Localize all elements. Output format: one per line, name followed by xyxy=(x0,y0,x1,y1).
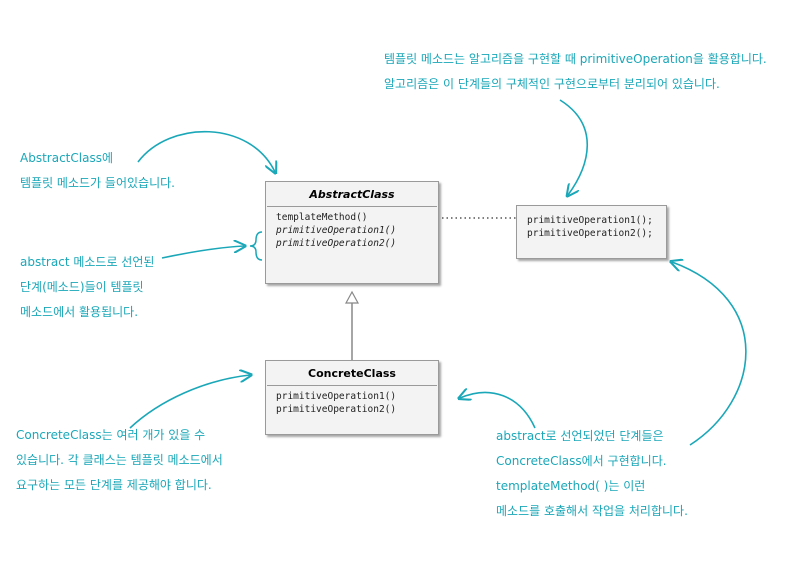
note-line: 템플릿 메소드가 들어있습니다. xyxy=(20,176,175,190)
note-line: abstract 메소드로 선언된 xyxy=(20,255,155,269)
concrete-operation1-op: primitiveOperation1() xyxy=(276,391,397,402)
concrete-class-box: ConcreteClass primitiveOperation1() prim… xyxy=(265,360,439,435)
note-concrete-class: ConcreteClass는 여러 개가 있을 수 있습니다. 각 클래스는 템… xyxy=(16,423,223,498)
abstract-class-box: AbstractClass templateMethod() primitive… xyxy=(265,181,439,284)
concrete-class-name: ConcreteClass xyxy=(308,367,396,380)
concrete-operation2-op: primitiveOperation2() xyxy=(276,404,397,415)
template-method-op: templateMethod() xyxy=(276,212,368,223)
note-line: 단계(메소드)들이 템플릿 xyxy=(20,280,144,294)
inheritance-arrowhead xyxy=(344,290,360,304)
primitive-operation2-call: primitiveOperation2(); xyxy=(527,228,653,239)
arrow-to-operations-box xyxy=(559,99,589,195)
note-line: ConcreteClass에서 구현합니다. xyxy=(496,454,667,468)
note-line: 메소드를 호출해서 작업을 처리합니다. xyxy=(496,504,688,518)
note-abstract-class: AbstractClass에 템플릿 메소드가 들어있습니다. xyxy=(20,146,175,196)
note-line: templateMethod( )는 이런 xyxy=(496,479,646,493)
primitive-operation1-call: primitiveOperation1(); xyxy=(527,215,653,226)
primitive-operations-list: primitiveOperation1(); primitiveOperatio… xyxy=(517,206,666,246)
note-line: 메소드에서 활용됩니다. xyxy=(20,305,139,319)
note-line: ConcreteClass는 여러 개가 있을 수 xyxy=(16,428,206,442)
note-line: 템플릿 메소드는 알고리즘을 구현할 때 primitiveOperation을… xyxy=(384,52,767,66)
note-concrete-implementation: abstract로 선언되었던 단계들은 ConcreteClass에서 구현합… xyxy=(496,424,688,524)
note-template-algorithm: 템플릿 메소드는 알고리즘을 구현할 때 primitiveOperation을… xyxy=(384,47,767,97)
divider xyxy=(267,206,437,207)
abstract-class-operations: templateMethod() primitiveOperation1() p… xyxy=(266,207,438,256)
note-line: abstract로 선언되었던 단계들은 xyxy=(496,429,664,443)
note-abstract-methods: abstract 메소드로 선언된 단계(메소드)들이 템플릿 메소드에서 활용… xyxy=(20,250,154,325)
abstract-class-name: AbstractClass xyxy=(309,188,395,201)
arrow-to-abstract-class xyxy=(137,130,275,172)
primitive-operation2-op: primitiveOperation2() xyxy=(276,238,397,249)
primitive-operations-box: primitiveOperation1(); primitiveOperatio… xyxy=(516,205,667,259)
note-line: AbstractClass에 xyxy=(20,151,113,165)
note-line: 요구하는 모든 단계를 제공해야 합니다. xyxy=(16,478,212,492)
note-line: 있습니다. 각 클래스는 템플릿 메소드에서 xyxy=(16,453,223,467)
divider xyxy=(267,385,437,386)
note-line: 알고리즘은 이 단계들의 구체적인 구현으로부터 분리되어 있습니다. xyxy=(384,77,720,91)
arrow-to-concrete-right xyxy=(460,392,536,429)
methods-brace xyxy=(249,231,263,261)
arrow-to-methods-brace xyxy=(161,246,244,259)
arrow-to-concrete-class xyxy=(129,375,250,429)
concrete-class-operations: primitiveOperation1() primitiveOperation… xyxy=(266,386,438,422)
arrow-to-operations-right xyxy=(672,262,747,446)
primitive-operation1-op: primitiveOperation1() xyxy=(276,225,397,236)
